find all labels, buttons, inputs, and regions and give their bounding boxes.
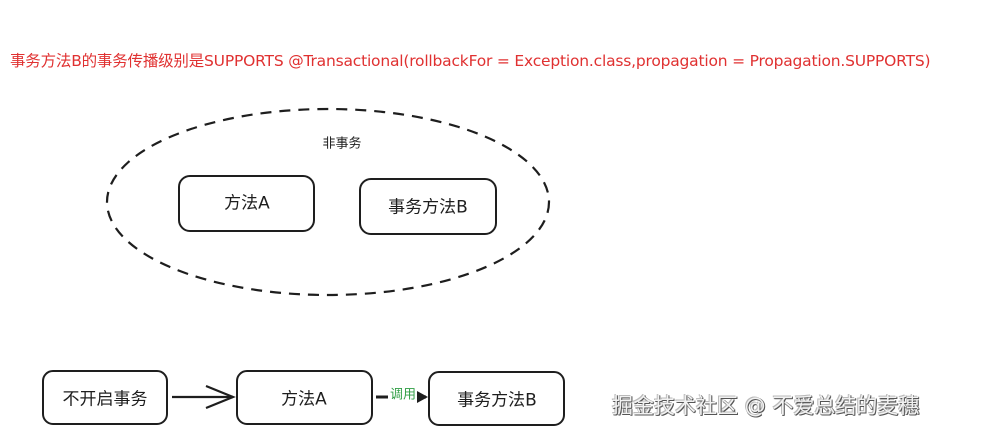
top-method-a-label: 方法A [224,193,270,214]
arrow-method-a-to-tx-method-b[interactable] [376,391,428,403]
bottom-tx-method-b-label: 事务方法B [457,390,537,411]
arrow-no-tx-to-method-a[interactable] [172,384,236,410]
non-transaction-group-ellipse[interactable] [105,107,551,297]
non-transaction-group-label: 非事务 [322,136,362,152]
top-method-a-box[interactable] [178,175,315,232]
bottom-tx-method-b-box[interactable] [428,371,565,426]
bottom-no-tx-label: 不开启事务 [62,389,148,410]
bottom-no-tx-box[interactable] [42,370,168,425]
diagram-title: 事务方法B的事务传播级别是SUPPORTS @Transactional(rol… [10,52,931,70]
call-edge-label: 调用 [389,387,417,403]
top-tx-method-b-box[interactable] [359,178,497,235]
watermark: 掘金技术社区 @ 不爱总结的麦穗 [612,394,920,418]
top-tx-method-b-label: 事务方法B [388,197,468,218]
bottom-method-a-label: 方法A [281,389,327,410]
bottom-method-a-box[interactable] [236,370,373,425]
